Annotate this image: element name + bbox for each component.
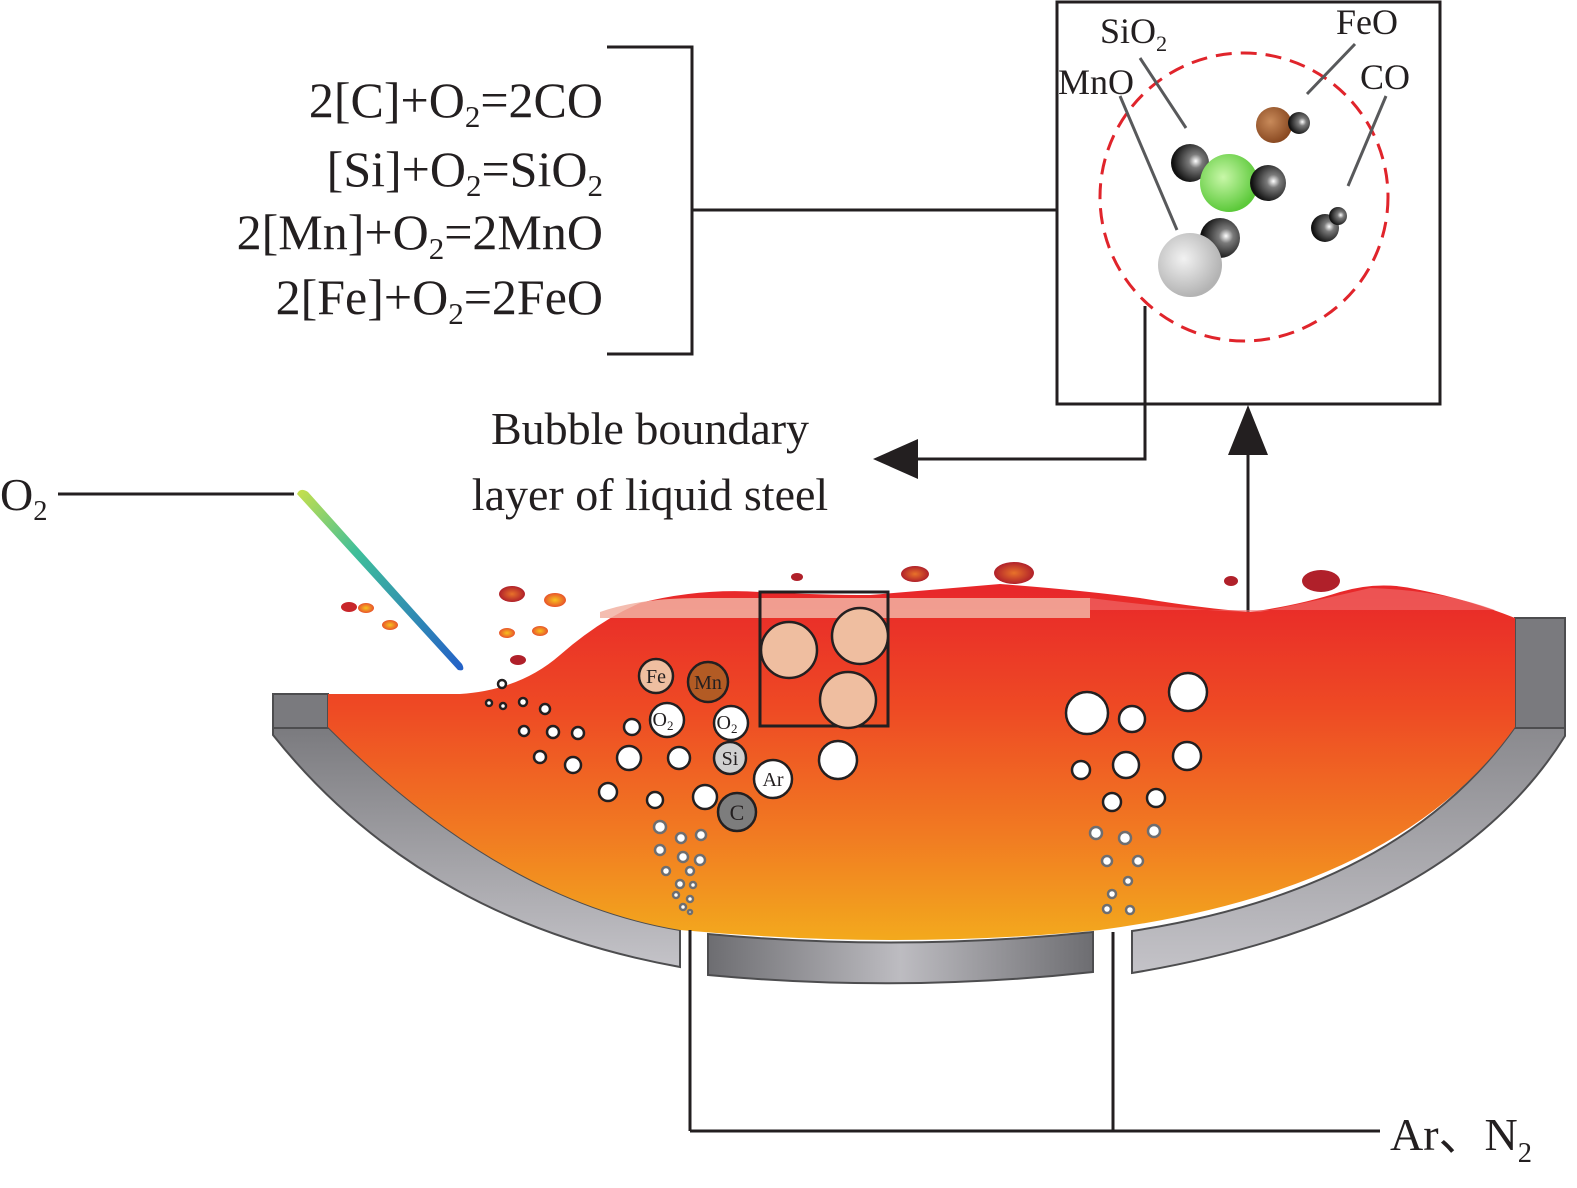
co-label: CO [1360,57,1410,97]
fe-label: Fe [646,666,666,688]
o2-bubble-b [712,704,750,742]
bottom-gas-inlet-lines [688,930,1380,1133]
manganese-particle [1158,233,1222,297]
silicon-particle [1200,154,1258,212]
bubble-boundary-circle [1098,51,1390,343]
converter-vessel [272,617,1566,985]
fe-bubble [637,657,675,695]
right-gas-plume-small [1088,823,1162,916]
arrow-up-head [1228,405,1268,455]
equation-manganese: 2[Mn]+O2=2MnO [237,204,603,266]
splash-droplets [341,562,1340,665]
ar-label: Ar [762,769,783,791]
liquid-steel-bath [328,584,1515,940]
arrow-left-head [873,439,918,479]
equation-carbon: 2[C]+O2=2CO [309,72,603,134]
c-bubble [716,791,758,833]
bubble-inset: SiO2 FeO MnO CO [1055,0,1442,406]
oxygen-atom [1329,207,1347,225]
o2-lance-label: O2 [0,469,48,527]
sio2-label: SiO2 [1100,11,1167,56]
right-gas-plume [1064,671,1209,813]
o2-bubble-a [648,701,686,739]
surface-highlight-right [1090,588,1495,612]
equation-bracket [607,45,1057,356]
surface-highlight [600,598,1090,618]
gas-inlet-label: Ar、N2 [1390,1109,1532,1169]
iron-particle [1256,107,1292,143]
element-bubbles: Fe Mn O2 O2 Si Ar C [637,657,794,833]
left-gas-plume [652,819,708,916]
oxygen-atom [1171,144,1209,182]
c-label: C [730,800,745,825]
equation-iron: 2[Fe]+O2=2FeO [276,269,603,331]
oxygen-lance-jet [297,489,464,671]
boundary-label-line2: layer of liquid steel [472,469,828,520]
reaction-equations: 2[C]+O2=2CO [Si]+O2=SiO2 2[Mn]+O2=2MnO 2… [237,72,603,331]
mn-label: Mn [694,672,722,694]
oxygen-atom [1250,165,1286,201]
o2-label-a: O2 [653,709,674,733]
small-bubbles-impact [484,678,859,811]
feo-label: FeO [1336,2,1398,42]
si-label: Si [722,748,739,770]
equation-silicon: [Si]+O2=SiO2 [327,141,603,203]
boundary-layer-zoom [758,590,890,730]
mno-label: MnO [1058,62,1134,102]
oxygen-atom [1288,112,1310,134]
o2-label-b: O2 [717,712,738,736]
mn-bubble [686,660,730,704]
si-bubble [712,740,748,776]
boundary-label-line1: Bubble boundary [491,403,809,454]
ar-bubble [752,758,794,800]
